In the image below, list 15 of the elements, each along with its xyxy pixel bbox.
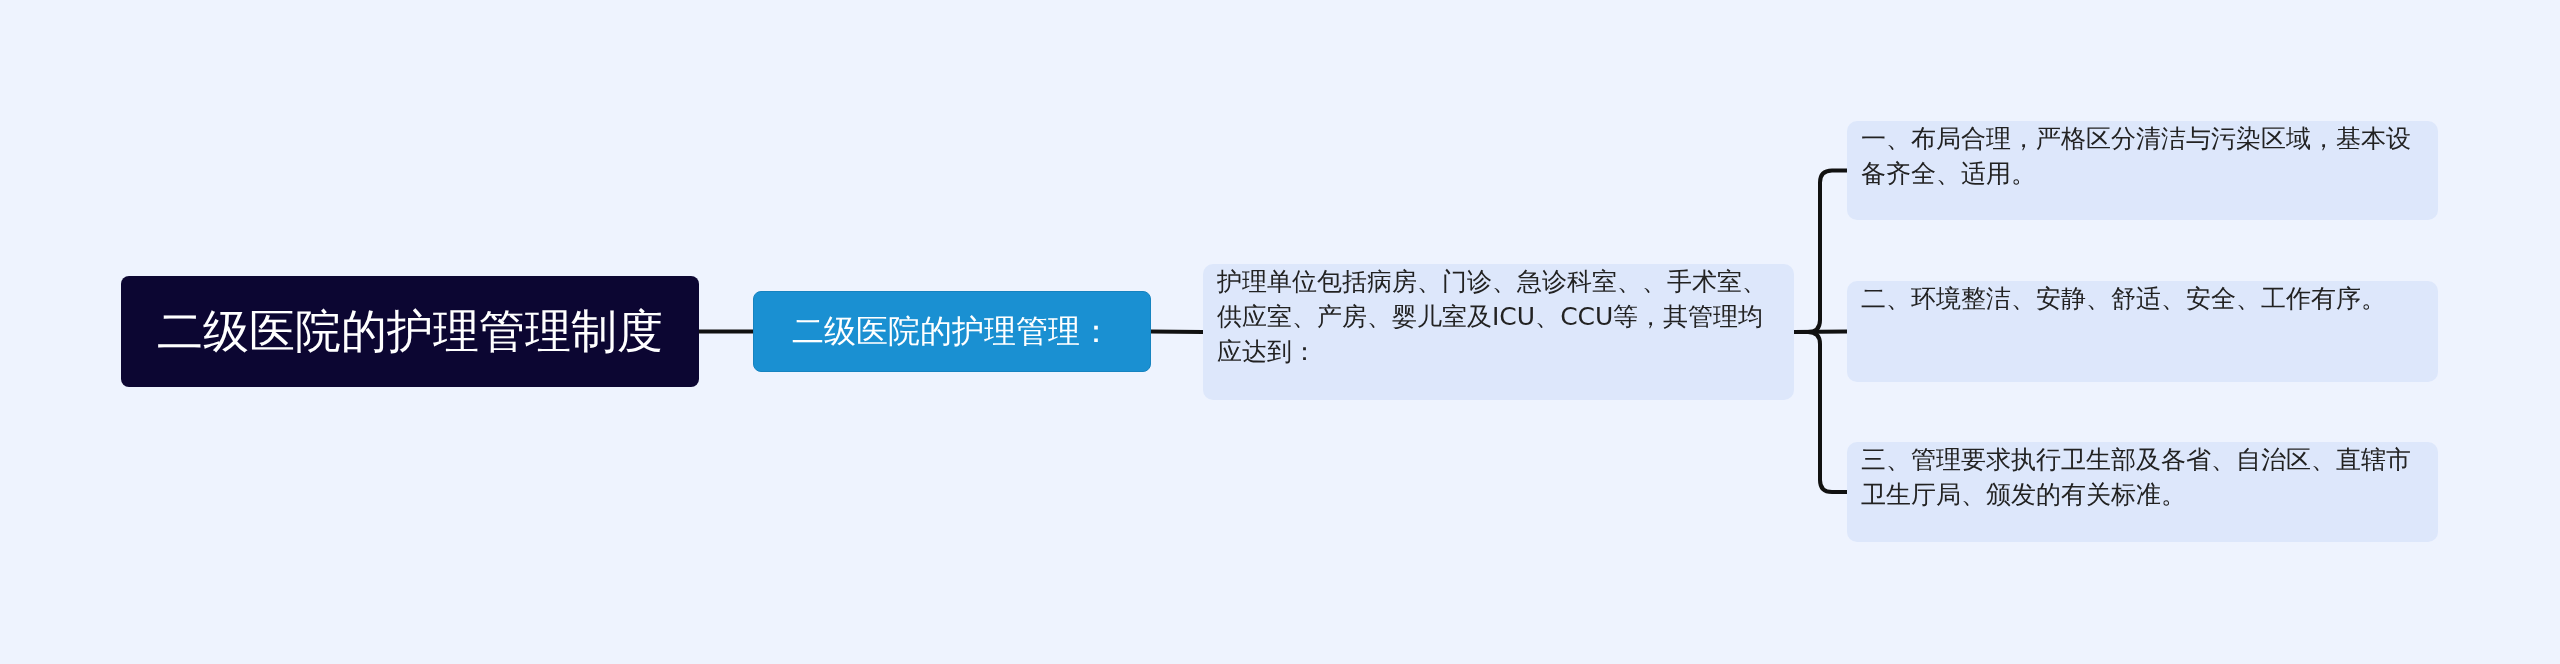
item-text: 三、管理要求执行卫生部及各省、自治区、直辖市卫生厅局、颁发的有关标准。 — [1861, 444, 2412, 511]
item-box — [1847, 281, 2438, 382]
connector-line — [1794, 330, 1847, 494]
root-title: 二级医院的护理管理制度 — [156, 303, 664, 361]
item-text: 一、布局合理，严格区分清洁与污染区域，基本设备齐全、适用。 — [1861, 123, 2412, 190]
item-box — [1847, 121, 2438, 220]
connector-line — [699, 329, 753, 334]
subtopic-text: 护理单位包括病房、门诊、急诊科室、、手术室、供应室、产房、婴儿室及ICU、CCU等，其管理均应达到： — [1217, 266, 1768, 368]
item-box — [1847, 442, 2438, 542]
subtopic-box — [1203, 264, 1794, 400]
topic-label: 二级医院的护理管理： — [791, 311, 1113, 353]
connector-line — [1150, 329, 1204, 334]
root-box — [121, 276, 699, 387]
item-text: 二、环境整洁、安静、舒适、安全、工作有序。 — [1861, 283, 2387, 315]
topic-box — [753, 291, 1151, 372]
